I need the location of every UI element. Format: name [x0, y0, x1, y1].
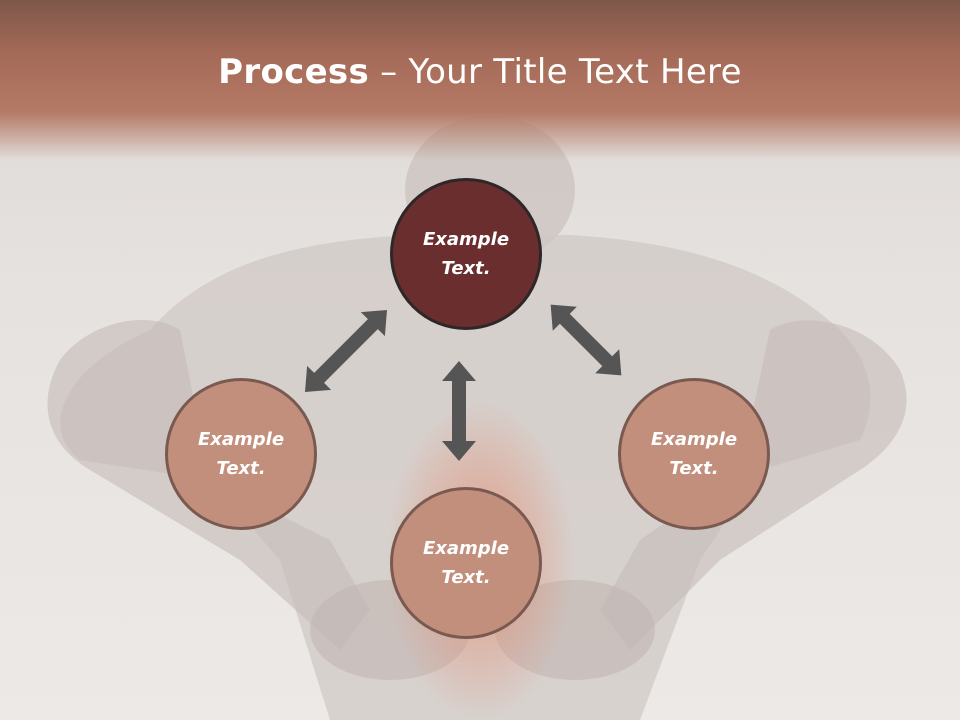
- process-node-left[interactable]: Example Text.: [165, 378, 317, 530]
- node-label-line2: Text.: [669, 458, 719, 479]
- node-label: Example Text.: [181, 425, 301, 483]
- double-arrow-icon: [550, 304, 622, 376]
- slide-title: Process – Your Title Text Here: [0, 52, 960, 92]
- process-node-right[interactable]: Example Text.: [618, 378, 770, 530]
- title-bold: Process: [218, 52, 370, 92]
- process-node-bottom[interactable]: Example Text.: [390, 487, 542, 639]
- node-label-line1: Example: [650, 429, 738, 450]
- title-rest: – Your Title Text Here: [369, 52, 742, 92]
- node-label-line1: Example: [422, 538, 510, 559]
- node-label: Example Text.: [634, 425, 754, 483]
- node-label-line2: Text.: [441, 258, 491, 279]
- double-arrow-icon: [304, 309, 388, 393]
- double-arrow-icon: [442, 361, 476, 461]
- node-label-line1: Example: [422, 229, 510, 250]
- process-node-top[interactable]: Example Text.: [390, 178, 542, 330]
- node-label: Example Text.: [406, 534, 526, 592]
- node-label: Example Text.: [406, 225, 526, 283]
- node-label-line2: Text.: [441, 567, 491, 588]
- header-band: [0, 0, 960, 160]
- node-label-line2: Text.: [216, 458, 266, 479]
- node-label-line1: Example: [197, 429, 285, 450]
